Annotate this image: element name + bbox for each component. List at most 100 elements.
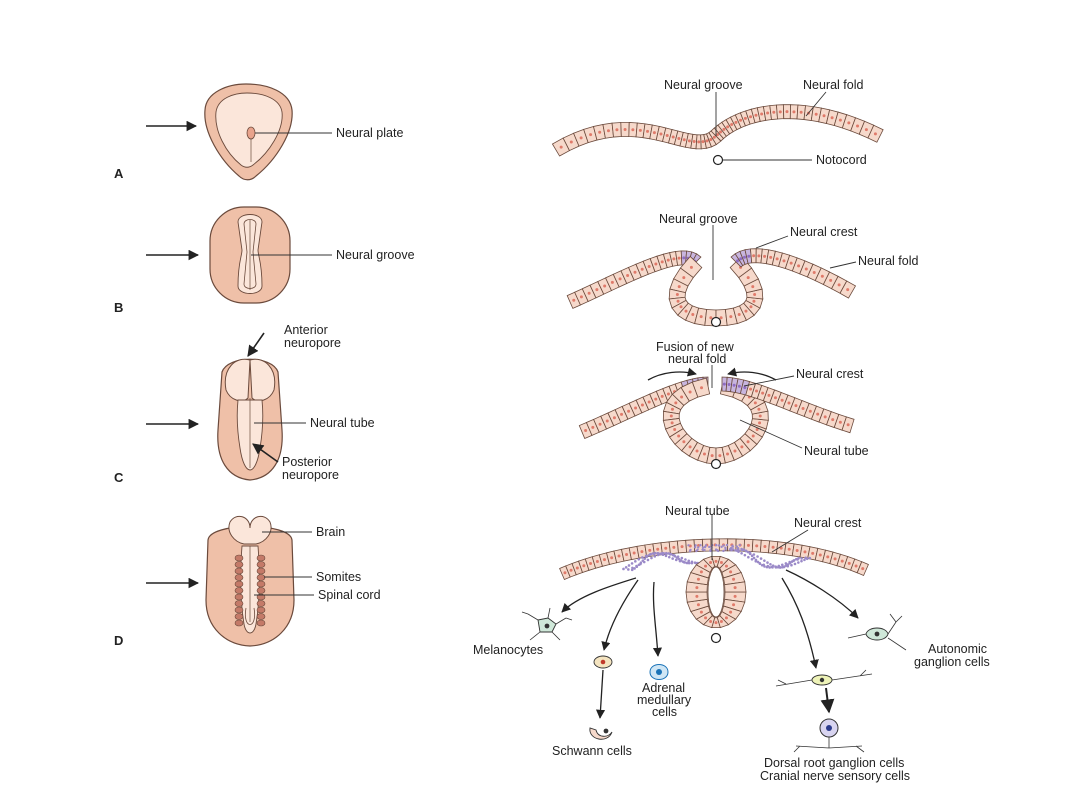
panel-c: Anterior neuropore Neural tube Posterior… — [114, 323, 869, 485]
cell-nucleus — [591, 425, 595, 429]
crest-cell — [750, 557, 754, 561]
cell-nucleus — [753, 292, 757, 296]
label-posterior-neuropore-2: neuropore — [282, 468, 339, 482]
cell-nucleus — [814, 112, 818, 116]
dorsal-root-precursor-cell — [775, 669, 873, 687]
cell-nucleus — [563, 571, 567, 575]
crest-cell — [720, 545, 723, 549]
cell-nucleus — [797, 264, 801, 268]
somite — [256, 593, 266, 601]
cross-section-b — [566, 248, 857, 328]
cell-nucleus — [737, 312, 741, 316]
autonomic-ganglion-cell — [847, 613, 907, 651]
crest-cell — [786, 563, 790, 566]
cell-nucleus — [692, 140, 696, 144]
label-dorsal-root-1: Dorsal root ganglion cells — [764, 756, 904, 770]
cell-nucleus — [579, 136, 583, 140]
cell-nucleus — [660, 394, 664, 398]
cell-nucleus — [697, 544, 701, 548]
crest-cell — [758, 562, 762, 566]
label-adrenal-2: medullary — [637, 693, 692, 707]
cell-nucleus — [758, 421, 762, 425]
somite — [256, 606, 266, 614]
crest-cell — [674, 558, 678, 562]
cell-nucleus — [603, 284, 607, 288]
panel-letter-d: D — [114, 633, 123, 648]
epithelium-b — [566, 248, 857, 327]
cell-nucleus — [794, 404, 798, 408]
crest-cell — [800, 559, 803, 563]
cell-nucleus — [660, 260, 664, 264]
cell-nucleus — [582, 564, 586, 568]
label-melanocytes: Melanocytes — [473, 643, 543, 657]
label-somites: Somites — [316, 570, 361, 584]
cell-nucleus — [831, 418, 835, 422]
cell-nucleus — [729, 315, 733, 319]
label-anterior-neuropore-2: neuropore — [284, 336, 341, 350]
cell-nucleus — [732, 383, 736, 387]
label-brain: Brain — [316, 525, 345, 539]
cell-nucleus — [618, 277, 622, 281]
cell-nucleus — [701, 140, 705, 144]
crest-cell — [681, 560, 685, 563]
crest-cell — [724, 548, 727, 551]
cell-nucleus — [610, 280, 614, 284]
crest-cell — [709, 548, 712, 552]
label-spinal-cord: Spinal cord — [318, 588, 381, 602]
crest-cell — [760, 563, 764, 567]
panel-d: Brain Somites Spinal cord D Neural tube … — [114, 504, 990, 783]
epithelium-c — [578, 376, 855, 465]
cell-nucleus — [640, 267, 644, 271]
cell-nucleus — [572, 298, 576, 302]
cell-nucleus — [646, 129, 650, 133]
crest-cell — [704, 544, 708, 547]
cell-nucleus — [754, 113, 758, 117]
cell-nucleus — [838, 420, 842, 424]
embryo-d — [205, 515, 295, 647]
cell-nucleus — [674, 401, 678, 405]
cell-nucleus — [695, 586, 699, 590]
cell-nucleus — [575, 566, 579, 570]
crest-cell — [737, 549, 740, 552]
cell-nucleus — [679, 305, 683, 309]
crest-cell — [808, 556, 812, 560]
cell-nucleus — [672, 545, 676, 549]
cell-nucleus — [722, 382, 726, 386]
cell-nucleus — [837, 283, 841, 287]
cell-nucleus — [804, 267, 808, 271]
cell-nucleus — [704, 564, 708, 568]
cell-nucleus — [758, 414, 762, 418]
crest-cell — [679, 559, 683, 562]
somite — [256, 613, 266, 620]
label-neural-crest-b: Neural crest — [790, 225, 858, 239]
crest-cell — [647, 554, 650, 557]
cell-nucleus — [820, 274, 824, 278]
label-neural-tube-c: Neural tube — [804, 444, 869, 458]
cell-nucleus — [755, 428, 759, 432]
cell-nucleus — [709, 561, 713, 565]
cell-nucleus — [743, 255, 747, 259]
somite — [234, 554, 244, 562]
cell-nucleus — [789, 261, 793, 265]
arrow-posterior-neuropore — [252, 443, 279, 463]
cell-nucleus — [691, 312, 695, 316]
cell-nucleus — [648, 548, 652, 552]
cell-nucleus — [803, 550, 807, 554]
crest-cell — [684, 558, 687, 561]
label-neural-fold-b: Neural fold — [858, 254, 918, 268]
somite — [234, 580, 244, 588]
crest-cell — [667, 555, 671, 559]
crest-cell — [669, 552, 673, 556]
crest-cell — [800, 557, 803, 560]
cell-nucleus — [610, 556, 614, 560]
cell-nucleus — [746, 440, 750, 444]
crest-cell — [686, 561, 690, 565]
cell-nucleus — [743, 386, 747, 390]
cell-nucleus — [626, 273, 630, 277]
somite — [234, 587, 244, 594]
cell-nucleus — [569, 140, 573, 144]
cell-nucleus — [780, 398, 784, 402]
somite — [234, 567, 244, 575]
cell-nucleus — [734, 120, 738, 124]
crest-cell — [748, 552, 752, 556]
